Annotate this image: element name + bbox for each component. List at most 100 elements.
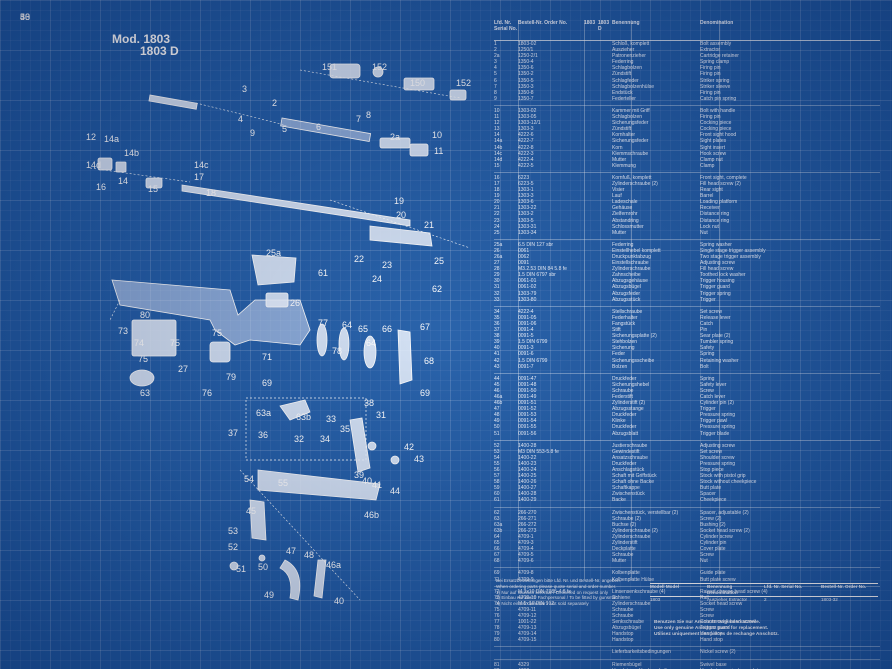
callout-number: 52 bbox=[228, 542, 238, 552]
table-cell: 46a bbox=[494, 393, 503, 400]
table-cell: 1400-24 bbox=[518, 467, 537, 473]
table-cell bbox=[598, 637, 612, 643]
table-cell: Deckplatte bbox=[612, 546, 636, 553]
table-cell: 55 bbox=[494, 460, 500, 467]
table-cell: Butt plate screw bbox=[700, 576, 736, 583]
table-cell: 1400-29 bbox=[518, 497, 537, 504]
callout-number: 75 bbox=[212, 328, 222, 338]
table-cell: Abstandring bbox=[612, 217, 639, 224]
table-cell: 1303-3 bbox=[518, 126, 534, 133]
table-cell: Firing pin bbox=[700, 65, 721, 72]
group-separator bbox=[494, 236, 880, 240]
group-separator bbox=[494, 370, 880, 374]
table-cell: Lock nut bbox=[700, 223, 719, 230]
table-cell: 4709-11 bbox=[518, 606, 536, 613]
table-cell: Firing pin bbox=[700, 89, 721, 96]
table-cell: Stop piece bbox=[700, 467, 724, 473]
table-cell: Spacer bbox=[700, 491, 716, 498]
table-cell: Hand stop bbox=[700, 631, 723, 638]
table-cell: 0091-54 bbox=[518, 418, 537, 425]
table-cell: 1.5 DIN 6799 bbox=[518, 357, 548, 364]
table-cell: 1.5 DIN 6799 bbox=[518, 339, 548, 346]
table-cell: Sicherungsplatte (2) bbox=[612, 333, 657, 340]
table-cell: Two stage trigger assembly bbox=[700, 254, 761, 260]
table-cell: Zylinderschraube bbox=[612, 533, 651, 540]
table-cell: Abzugsblatt bbox=[612, 430, 639, 437]
callout-number: 44 bbox=[390, 486, 400, 496]
table-cell: 1303-05 bbox=[518, 114, 537, 121]
table-cell: Linsensenkschraube (4) bbox=[612, 588, 666, 595]
callout-number: 33 bbox=[326, 414, 336, 424]
table-cell: Schlagbolzen bbox=[612, 114, 643, 121]
notice-line: Use only genuine Anschütz parts for repl… bbox=[654, 626, 769, 632]
table-cell: Zylinderstift (2) bbox=[612, 400, 646, 407]
table-cell: 0091-6 bbox=[518, 351, 534, 358]
order-col: Bestell-Nr. Order No. bbox=[821, 584, 867, 589]
table-cell bbox=[584, 364, 598, 370]
callout-number: 32 bbox=[294, 434, 304, 444]
table-cell: 1303-5 bbox=[518, 217, 534, 224]
table-cell: 0091-51 bbox=[518, 400, 537, 407]
table-cell: Handstop bbox=[612, 637, 634, 644]
table-cell: 0091-48 bbox=[518, 381, 537, 388]
table-cell: 4709-9 bbox=[518, 576, 534, 583]
table-cell: 66 bbox=[494, 546, 500, 553]
callout-number: 17 bbox=[194, 172, 204, 182]
table-cell: Zwischenstück, verstellbar (2) bbox=[612, 509, 679, 516]
denomination-cell: Auszieher Extractor bbox=[707, 596, 748, 602]
table-cell: 1350-2 bbox=[518, 71, 534, 78]
table-cell: Zielfernrohr bbox=[612, 211, 638, 218]
table-cell: 0091-55 bbox=[518, 424, 537, 431]
table-cell: Screw bbox=[700, 387, 714, 394]
table-cell: 1350-7 bbox=[518, 95, 534, 102]
table-cell: 42 bbox=[494, 357, 500, 364]
table-cell bbox=[598, 649, 612, 655]
table-cell: Spring washer bbox=[700, 241, 732, 248]
table-cell: 14a bbox=[494, 138, 503, 145]
table-cell: Handstop bbox=[612, 631, 634, 638]
callout-number: 25 bbox=[434, 256, 444, 266]
table-cell: Striker sleeve bbox=[700, 83, 731, 90]
table-cell: 1250-2/1 bbox=[518, 53, 538, 60]
group-separator bbox=[494, 643, 880, 648]
callout-number: 18 bbox=[206, 188, 216, 198]
table-cell: Auszieher bbox=[612, 47, 635, 54]
table-cell: 61 bbox=[494, 497, 500, 504]
table-cell: Adjusting screw bbox=[700, 260, 736, 267]
table-cell: 43 bbox=[494, 363, 500, 370]
table-cell: Trigger bbox=[700, 296, 716, 303]
table-cell: 50 bbox=[494, 424, 500, 431]
table-cell: 4709-13 bbox=[518, 625, 537, 632]
parts-table: Lfd. Nr. Serial No. Bestell-Nr. Order No… bbox=[494, 20, 880, 669]
model-table-row: 1803 Auszieher Extractor 2 1803-32 bbox=[650, 597, 878, 603]
table-cell: Druckfeder bbox=[612, 460, 637, 467]
table-cell: 1400-26 bbox=[518, 479, 537, 486]
table-cell bbox=[518, 649, 584, 655]
table-cell: 24 bbox=[494, 223, 500, 230]
table-cell: Trigger pawl bbox=[700, 418, 728, 425]
table-cell: Nickel screw (2) bbox=[700, 649, 736, 656]
table-cell: Trigger guard bbox=[700, 625, 730, 632]
table-cell: 1400-23 bbox=[518, 460, 537, 467]
callout-number: 63 bbox=[140, 388, 150, 398]
table-cell: 0091-06 bbox=[518, 320, 537, 327]
callout-number: 48 bbox=[304, 550, 314, 560]
table-cell: Safety bbox=[700, 345, 715, 352]
table-cell: 30 bbox=[494, 278, 500, 285]
table-cell: 266-273 bbox=[518, 527, 537, 534]
callout-number: 41 bbox=[372, 480, 382, 490]
table-cell: Firing pin bbox=[700, 71, 721, 78]
